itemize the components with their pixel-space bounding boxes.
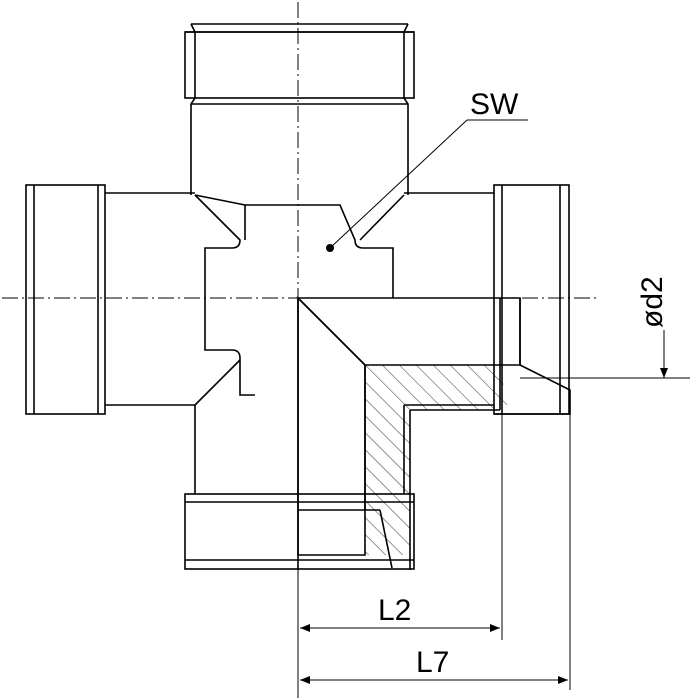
hex-body xyxy=(194,194,405,406)
section-cut xyxy=(296,296,571,570)
l7-label: L7 xyxy=(416,646,449,679)
sw-leader: SW xyxy=(326,88,528,252)
l2-label: L2 xyxy=(378,594,411,627)
left-branch xyxy=(25,184,195,415)
length-dimensions: L2 L7 xyxy=(297,414,571,698)
sw-label: SW xyxy=(470,88,519,121)
top-branch xyxy=(184,23,415,195)
d2-dimension: ød2 xyxy=(520,276,690,379)
d2-label: ød2 xyxy=(636,276,669,328)
